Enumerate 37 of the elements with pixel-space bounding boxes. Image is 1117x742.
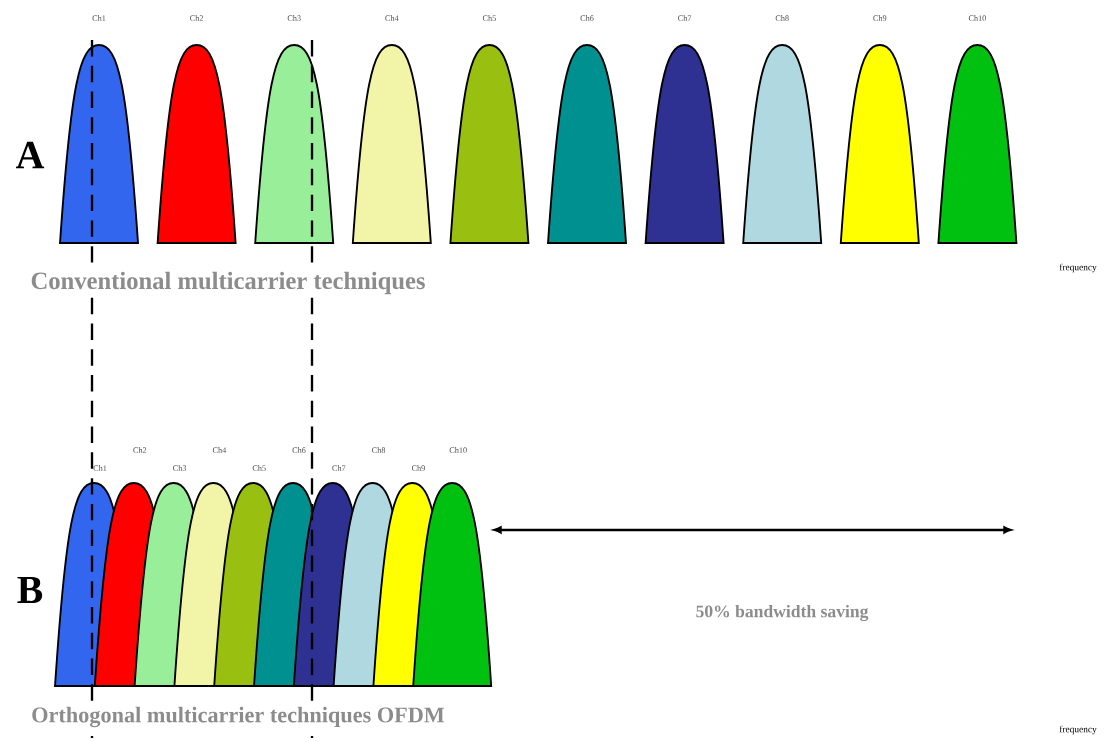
channel-hump: Ch4 [351,15,432,244]
caption-text: Orthogonal multicarrier techniques OFDM [30,705,446,729]
node-label: Ch1 [92,15,106,21]
node-label: Ch4 [385,15,399,21]
row-letter: A [14,140,46,170]
annotation-text: 50% bandwidth saving [694,603,870,623]
node-label: Ch10 [449,447,467,453]
node-label: Ch4 [212,447,227,453]
node-label: Ch6 [292,447,306,453]
caption-text: Conventional multicarrier techniques [29,270,427,296]
channel-hump: Ch9 [839,15,920,244]
channel-hump: Ch2 [156,15,237,244]
node-label: Ch3 [173,465,187,471]
channel-hump: Ch1 [59,15,139,244]
channel-hump: Ch7 [644,15,725,244]
node-label: Ch9 [873,15,887,21]
node-label: Ch5 [482,15,496,21]
axis-label: frequency [1058,262,1098,274]
channel-hump: Ch6 [547,15,627,244]
channel-hump: Ch8 [742,15,823,244]
node-label: Ch9 [411,465,425,471]
channel-hump: Ch10 [937,15,1018,244]
axis-label: frequency [1058,724,1098,736]
node-label: Ch7 [678,15,692,21]
node-label: Ch10 [968,15,986,21]
node-label: Ch7 [332,465,346,471]
node-label: Ch8 [372,447,386,453]
row-letter: B [15,575,45,605]
channel-hump: Ch5 [449,15,530,244]
channel-hump: Ch3 [254,15,335,244]
node-label: Ch3 [287,15,301,21]
node-label: Ch2 [190,15,203,21]
node-label: Ch8 [775,15,789,21]
node-label: Ch5 [252,465,266,471]
node-label: Ch2 [133,447,147,453]
node-label: Ch1 [93,465,107,471]
node-label: Ch6 [580,15,594,21]
